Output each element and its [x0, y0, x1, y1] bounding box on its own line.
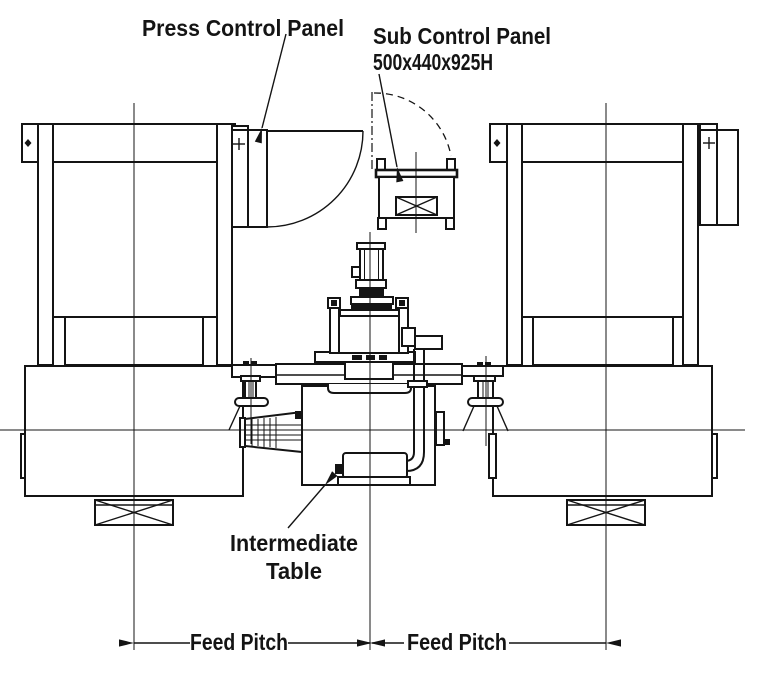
label-sub-control-panel: Sub Control Panel: [373, 23, 551, 49]
leader-press-control-panel: [254, 33, 287, 144]
plus-mark-right: [703, 137, 715, 149]
label-intermediate-table-line1: Intermediate: [230, 530, 358, 556]
leader-sub-control-panel: [378, 73, 404, 183]
label-feed-pitch-right: Feed Pitch: [407, 629, 507, 655]
rail-center-block: [344, 361, 394, 380]
rotary-head-body: [337, 315, 401, 354]
press-right-slide-step: [532, 316, 674, 366]
press-right-crown: [489, 123, 701, 163]
centerlines: [0, 103, 745, 650]
side-arm: [414, 335, 443, 350]
crown-marker-dot-left: [24, 139, 32, 147]
guide-post-left: [327, 297, 341, 354]
leader-intermediate-table: [287, 471, 338, 529]
rail-support-right: [462, 356, 509, 479]
press-left-column-right: [216, 123, 233, 366]
press-control-panel: [231, 125, 364, 228]
plus-mark-left: [233, 138, 245, 150]
press-right-column-right: [682, 123, 699, 366]
label-feed-pitch-left: Feed Pitch: [190, 629, 288, 655]
press-left-crown: [21, 123, 236, 163]
press-right: [489, 123, 739, 526]
press-right-slide: [521, 161, 684, 318]
press-right-bed: [492, 365, 713, 497]
table-right-bracket: [435, 411, 450, 446]
press-left-bed-tab: [20, 433, 26, 479]
press-control-panel-right: [699, 123, 739, 226]
side-attachment-box: [401, 327, 416, 347]
label-sub-control-panel-size: 500x440x925H: [373, 49, 493, 75]
press-left-slide: [52, 161, 218, 318]
press-right-bed-tab: [711, 433, 718, 479]
feed-rail-right-end: [461, 365, 504, 377]
rotary-transfer-unit: [327, 242, 443, 354]
press-left-column-left: [37, 123, 54, 366]
leader-lines: [254, 33, 404, 529]
feed-drive-gearbox: [239, 410, 303, 454]
label-intermediate-table-line2: Table: [266, 558, 322, 584]
sub-control-panel: [371, 92, 459, 233]
rail-support-left: [228, 358, 303, 454]
press-control-panel-lip: [231, 125, 249, 131]
labels: Press Control Panel Sub Control Panel 50…: [142, 15, 551, 655]
press-right-column-left: [506, 123, 523, 366]
press-control-panel-right-lip: [699, 123, 718, 131]
sub-panel-door-swing-arc: [373, 92, 452, 157]
drive-motor: [351, 242, 386, 281]
support-right-plate: [488, 433, 497, 479]
label-press-control-panel: Press Control Panel: [142, 15, 344, 41]
panel-door-swing-arc: [266, 130, 364, 228]
feed-rail: [231, 351, 504, 385]
table-drive-unit: [335, 452, 411, 486]
crown-marker-dot-right: [493, 139, 501, 147]
